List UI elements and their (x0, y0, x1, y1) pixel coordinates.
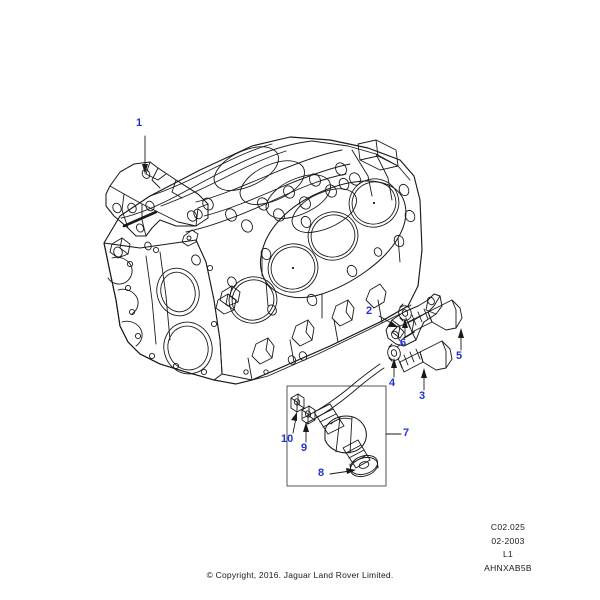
part-4-washer (387, 343, 401, 362)
part-9-nut (301, 405, 316, 425)
part-10-nut (290, 393, 305, 413)
part-3-bolt (397, 340, 453, 373)
reference-code: C02.025 (490, 522, 526, 532)
callout-label-6: 6 (400, 337, 407, 349)
callout-label-5: 5 (456, 350, 463, 362)
callout-label-9: 9 (301, 442, 308, 454)
callout-label-8: 8 (318, 467, 325, 479)
copyright-notice: © Copyright, 2016. Jaguar Land Rover Lim… (206, 570, 394, 580)
front-cover-face (103, 237, 237, 381)
callout-label-1: 1 (136, 117, 143, 129)
head-bolt-bosses (191, 177, 416, 316)
callout-label-7: 7 (403, 427, 410, 439)
engine-valley (120, 139, 411, 233)
cylinder-bores (228, 178, 400, 324)
reference-ident: AHNXAB5B (484, 562, 532, 573)
callout-label-4: 4 (389, 377, 396, 389)
reference-variant: L1 (502, 549, 514, 559)
part-1-bracket (105, 161, 209, 237)
callout-label-3: 3 (419, 390, 426, 402)
cylinder-block-outline (103, 136, 423, 385)
reference-code-block: C02.025 02-2003 L1 AHNXAB5B (438, 521, 578, 575)
oil-pan-rail (221, 283, 409, 385)
leader-lines (142, 135, 464, 475)
callout-label-10: 10 (281, 433, 294, 445)
cylinder-bank-deck (259, 180, 407, 319)
reference-date: 02-2003 (491, 535, 525, 546)
callout-label-2: 2 (366, 305, 373, 317)
block-bosses (181, 229, 241, 307)
lifter-bores (186, 162, 361, 233)
part-7-group-box (286, 385, 387, 487)
part-7-engine-mount (313, 403, 371, 469)
part-5-bolt (405, 299, 463, 333)
